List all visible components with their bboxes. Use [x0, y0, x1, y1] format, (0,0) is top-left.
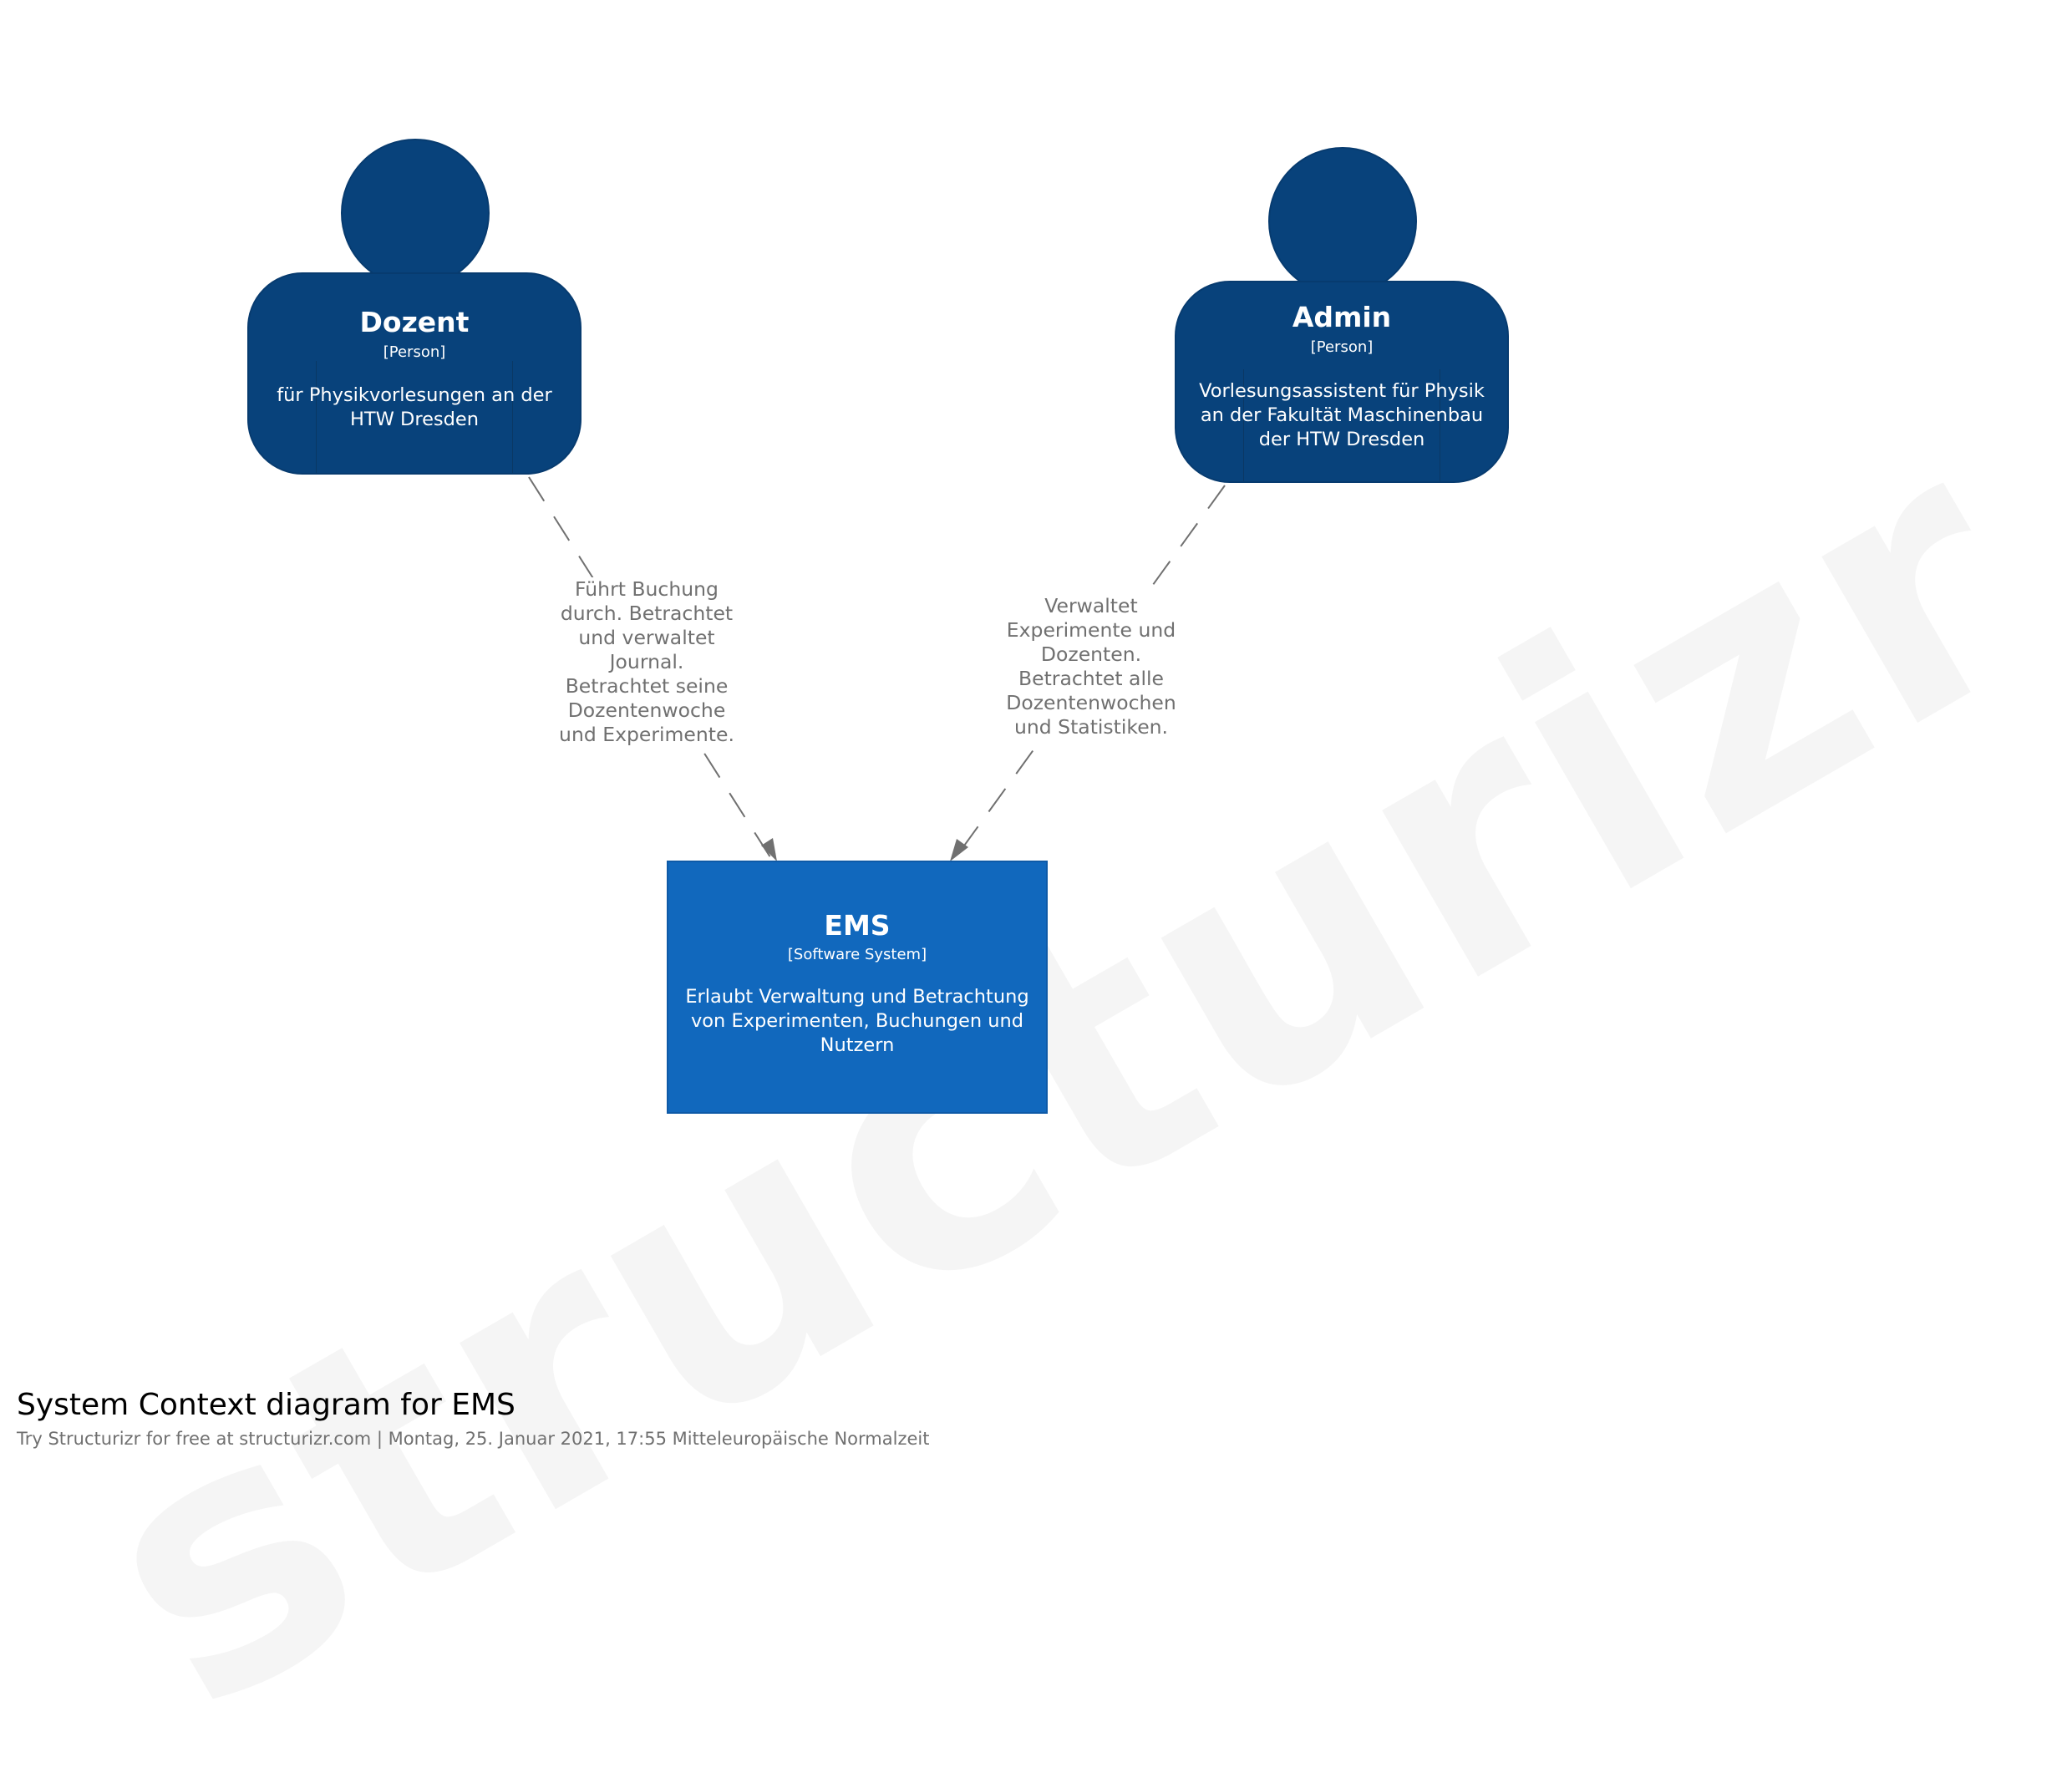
admin-description: Vorlesungsassistent für Physik an der Fa…	[1199, 380, 1485, 450]
dozent-person-head	[341, 139, 490, 287]
diagram-title: System Context diagram for EMS	[17, 1388, 515, 1422]
ems-type: [Software System]	[787, 946, 927, 963]
dozent-body-divider-right	[512, 361, 513, 473]
dozent-description: für Physikvorlesungen an der HTW Dresden	[277, 384, 552, 430]
admin-type: [Person]	[1310, 338, 1374, 356]
admin-name: Admin	[1292, 301, 1392, 333]
dozent-type: [Person]	[383, 343, 446, 361]
relationship-label-dozent-ems: Führt Buchung durch. Betrachtet und verw…	[555, 577, 739, 747]
dozent-person[interactable]: Dozent [Person] für Physikvorlesungen an…	[247, 272, 581, 475]
relationship-label-admin-ems: Verwaltet Experimente und Dozenten. Betr…	[999, 594, 1183, 739]
relationship-line-admin-ems	[955, 485, 1226, 858]
ems-software-system[interactable]: EMS [Software System] Erlaubt Verwaltung…	[667, 861, 1048, 1114]
relationship-layer	[528, 476, 1226, 861]
relationship-line-dozent-ems	[528, 476, 771, 858]
admin-person[interactable]: Admin [Person] Vorlesungsassistent für P…	[1175, 281, 1509, 483]
diagram-metadata: Try Structurizr for free at structurizr.…	[17, 1429, 930, 1449]
admin-body-divider-left	[1243, 369, 1244, 481]
diagram-canvas: structurizr Dozent [Person] für Physikvo…	[17, 139, 1509, 1449]
arrowhead-dozent-ems	[761, 838, 777, 861]
ems-description: Erlaubt Verwaltung und Betrachtung von E…	[685, 986, 1029, 1056]
ems-name: EMS	[824, 909, 891, 942]
dozent-name: Dozent	[359, 306, 470, 338]
admin-person-head	[1268, 147, 1417, 296]
dozent-body-divider-left	[316, 361, 317, 473]
arrowhead-admin-ems	[950, 839, 968, 861]
